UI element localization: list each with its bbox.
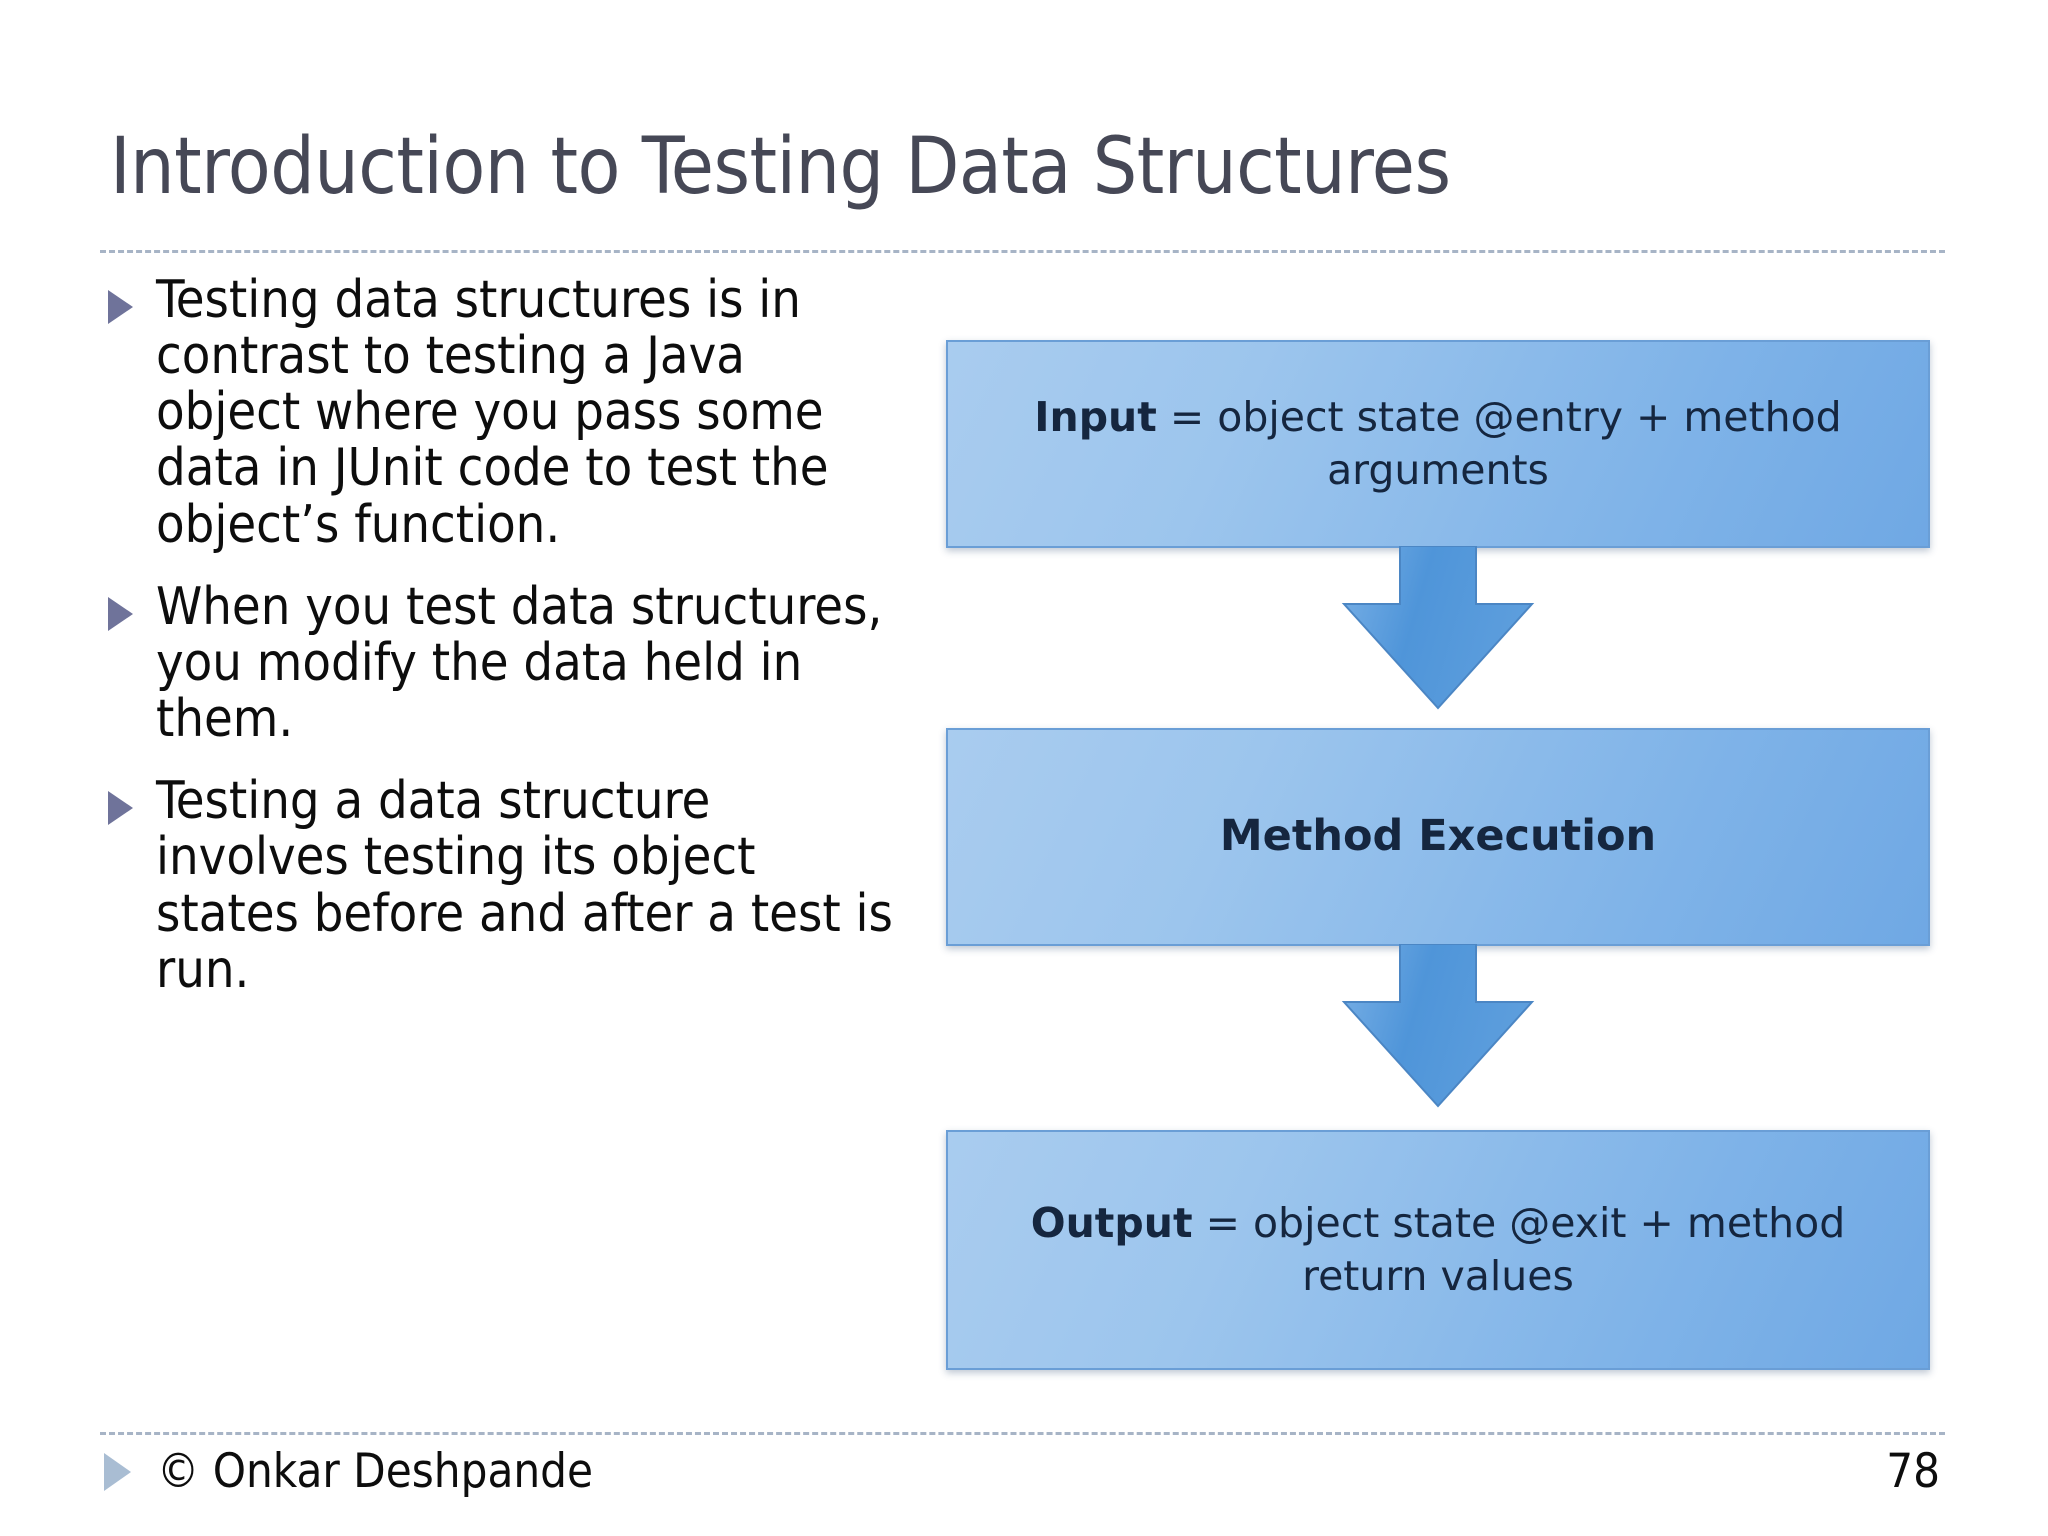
list-item: Testing data structures is in contrast t… bbox=[108, 272, 898, 553]
list-item: When you test data structures, you modif… bbox=[108, 579, 898, 747]
triangle-bullet-icon bbox=[108, 773, 156, 826]
flow-node-output-label: Output = object state @exit + method ret… bbox=[994, 1197, 1882, 1304]
flow-node-input-label: Input = object state @entry + method arg… bbox=[994, 391, 1882, 498]
triangle-bullet-icon bbox=[108, 579, 156, 631]
bullet-text: Testing data structures is in contrast t… bbox=[156, 270, 829, 555]
flow-node-input: Input = object state @entry + method arg… bbox=[946, 340, 1930, 548]
bullet-text: Testing a data structure involves testin… bbox=[156, 771, 893, 1000]
title-zone: Introduction to Testing Data Structures bbox=[110, 128, 1940, 248]
page-number: 78 bbox=[1886, 1444, 1940, 1499]
flow-node-method-execution-label: Method Execution bbox=[1219, 811, 1657, 862]
arrow-execution-to-output-icon bbox=[1338, 943, 1538, 1114]
flow-node-output: Output = object state @exit + method ret… bbox=[946, 1130, 1930, 1370]
flow-node-output-rest: = object state @exit + method return val… bbox=[1192, 1198, 1846, 1300]
flow-node-input-rest: = object state @entry + method arguments bbox=[1156, 392, 1842, 494]
flow-node-method-execution: Method Execution bbox=[946, 728, 1930, 946]
arrow-input-to-execution-icon bbox=[1338, 545, 1538, 716]
triangle-bullet-icon bbox=[104, 1452, 131, 1491]
flow-diagram: Input = object state @entry + method arg… bbox=[946, 340, 1930, 1370]
footer-divider bbox=[100, 1432, 1945, 1435]
flow-node-input-lead: Input bbox=[1034, 392, 1157, 441]
triangle-bullet-icon bbox=[108, 272, 156, 324]
copyright-text: © Onkar Deshpande bbox=[157, 1444, 594, 1499]
page-title: Introduction to Testing Data Structures bbox=[110, 122, 1451, 212]
title-divider bbox=[100, 250, 1945, 253]
flow-node-output-lead: Output bbox=[1030, 1198, 1193, 1247]
footer: © Onkar Deshpande bbox=[104, 1448, 593, 1495]
bullet-text: When you test data structures, you modif… bbox=[156, 576, 883, 750]
bullet-list: Testing data structures is in contrast t… bbox=[108, 272, 898, 1024]
list-item: Testing a data structure involves testin… bbox=[108, 773, 898, 998]
